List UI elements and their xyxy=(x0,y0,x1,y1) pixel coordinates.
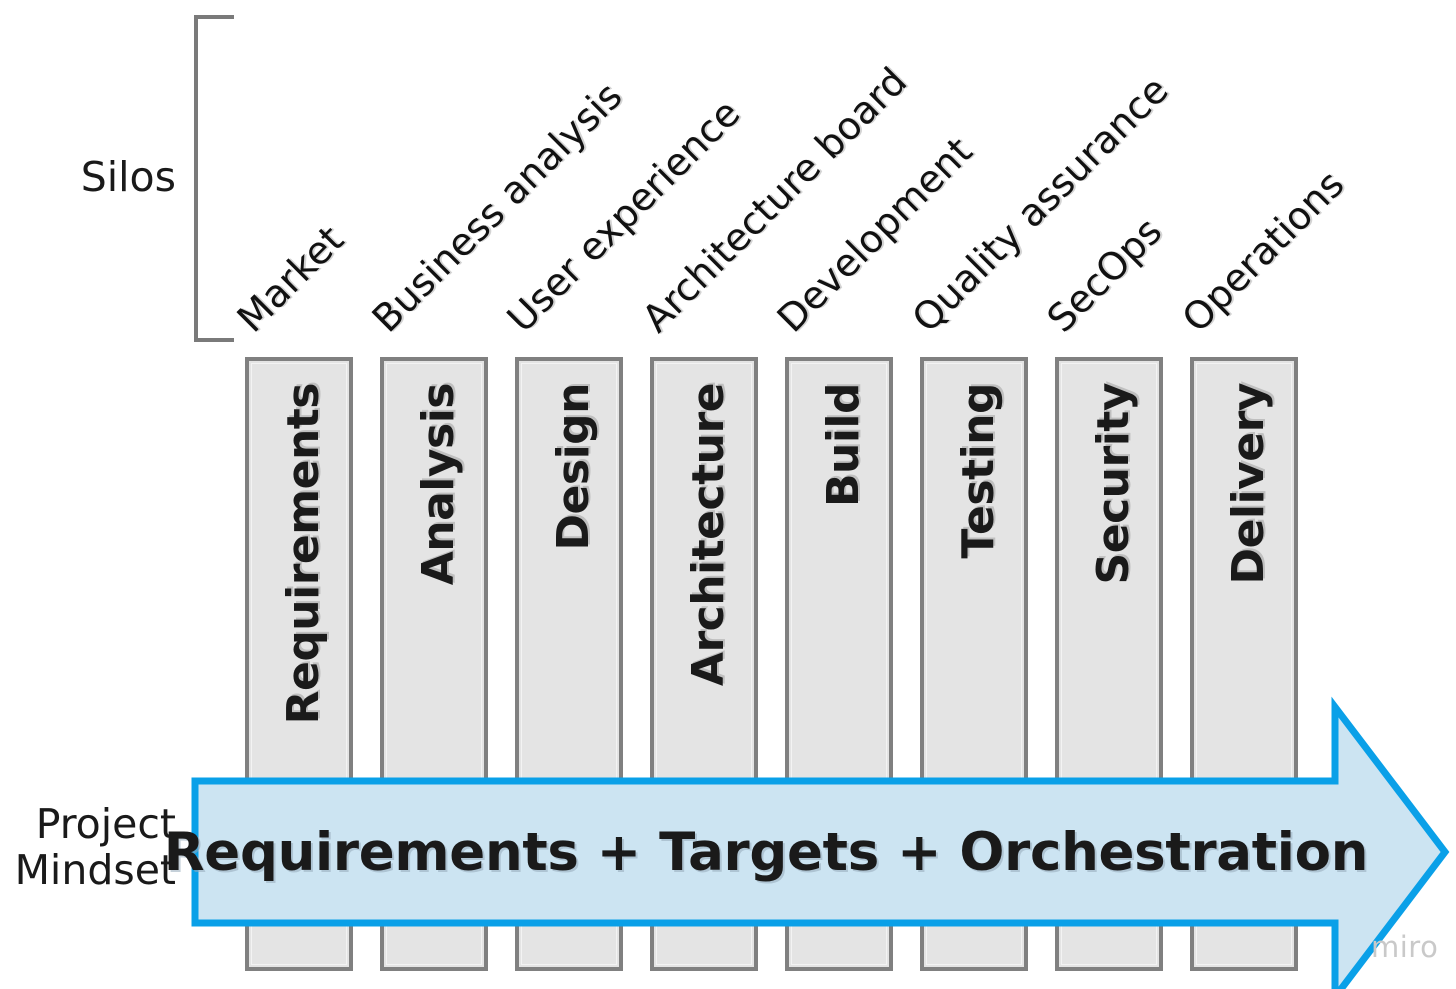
arrow-shape xyxy=(191,696,1450,989)
silos-label: Silos xyxy=(80,153,176,201)
silo-label: Market xyxy=(228,217,353,341)
silo-label: User experience xyxy=(498,90,749,341)
silo-label: Architecture board xyxy=(633,58,916,341)
silos-bracket-bottom-stub xyxy=(194,338,234,342)
miro-watermark: miro xyxy=(1371,930,1439,964)
project-mindset-label: Project Mindset xyxy=(14,800,176,894)
silos-bracket-vertical-line xyxy=(194,15,198,342)
silos-bracket-top-stub xyxy=(194,15,234,19)
project-mindset-arrow xyxy=(191,696,1450,989)
silo-label: Business analysis xyxy=(363,73,631,341)
silo-label: Operations xyxy=(1173,161,1353,341)
silo-label: Quality assurance xyxy=(903,67,1177,341)
silo-label: SecOps xyxy=(1038,209,1171,341)
